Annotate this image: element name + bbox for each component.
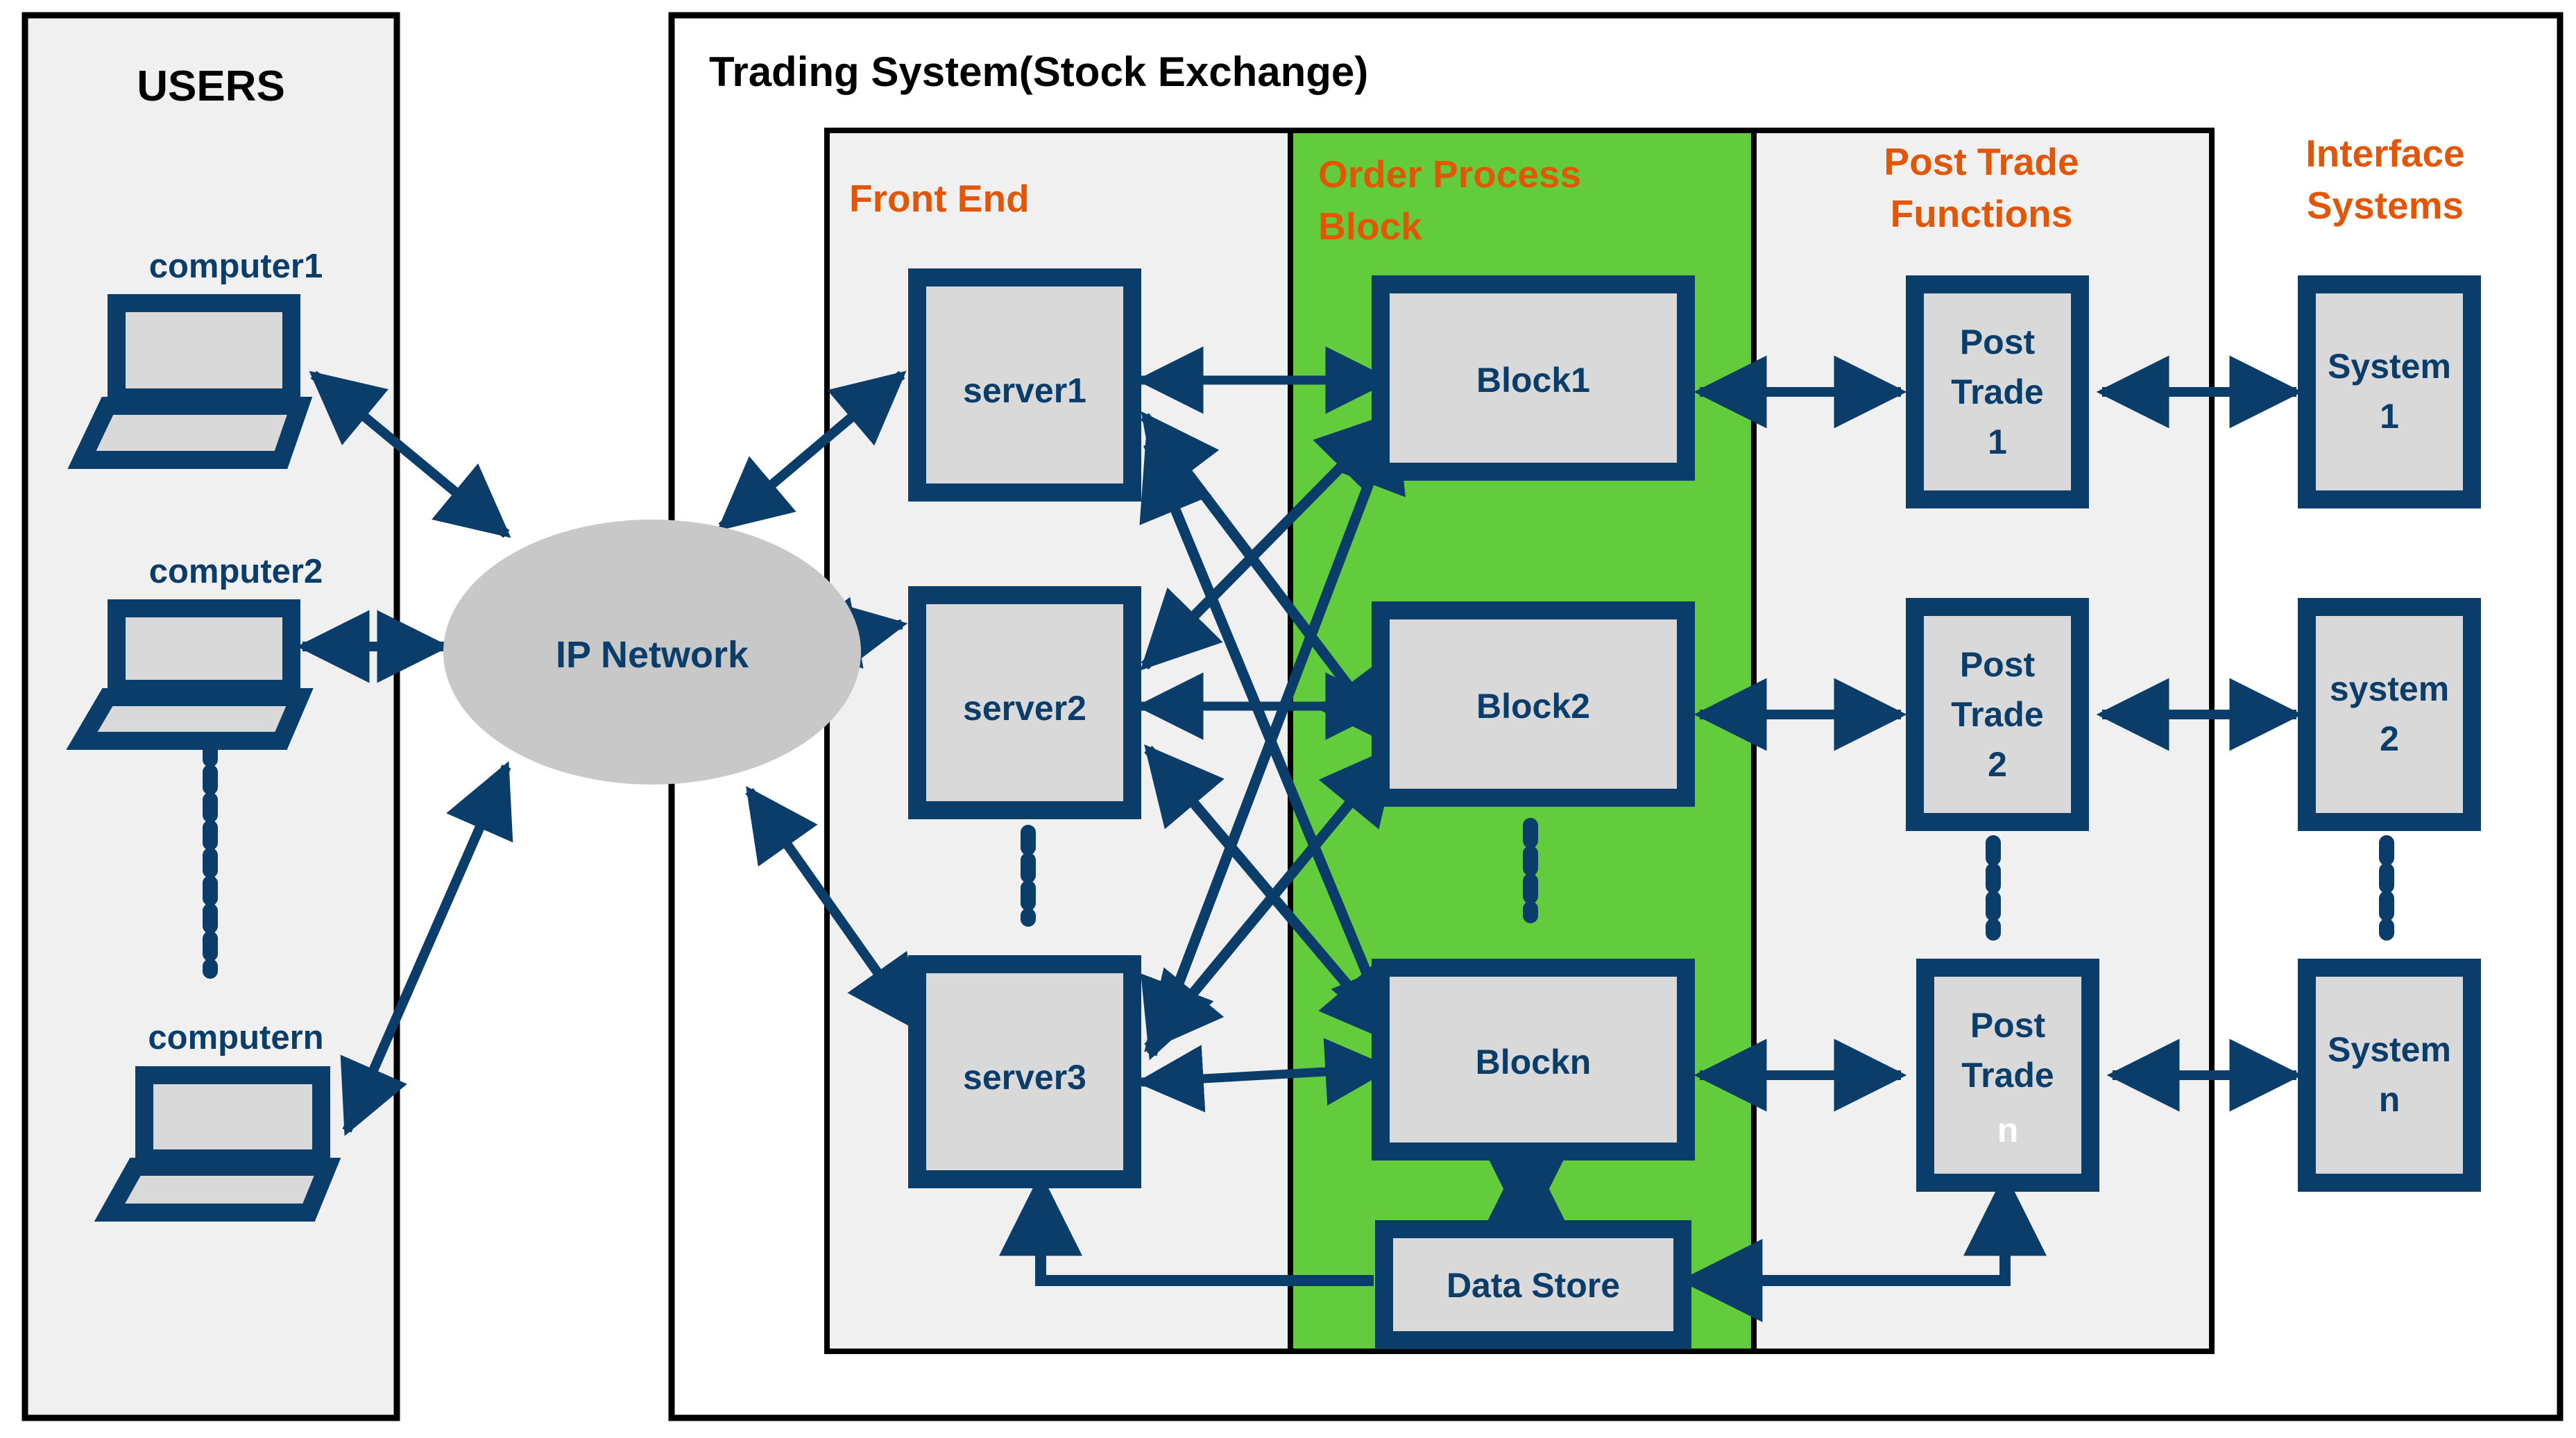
post-trade-n-label-line2: Trade (1961, 1056, 2054, 1095)
system-2-label-line1: system (2330, 669, 2449, 708)
computer1-label: computer1 (149, 248, 323, 285)
front-end-column-title: Front End (849, 177, 1030, 220)
posttrade-interface-links (2096, 355, 2303, 1112)
system-2-label-line2: 2 (2380, 719, 2399, 758)
link-posttraden-datastore (1679, 1172, 2047, 1322)
link-computer1-network (309, 370, 511, 538)
system-n-label-line1: System (2328, 1030, 2451, 1069)
interface-column: Interface Systems (2305, 132, 2464, 227)
link-computern-network (340, 761, 513, 1136)
server1-node[interactable]: server1 (908, 268, 1141, 502)
system-n-node[interactable]: System n (2298, 959, 2481, 1192)
order-block-column-title-line2: Block (1318, 205, 1422, 248)
system-1-node[interactable]: System 1 (2298, 275, 2481, 508)
block2-node[interactable]: Block2 (1372, 601, 1695, 807)
post-trade-2-label-line3: 2 (1988, 745, 2007, 784)
interface-column-title-line1: Interface (2305, 132, 2464, 175)
block-posttrade-links (1694, 355, 1907, 1112)
link-network-server1 (717, 370, 907, 531)
post-trade-2-label-line2: Trade (1951, 695, 2043, 734)
link-network-server3 (745, 786, 920, 1032)
post-trade-1-label-line1: Post (1960, 323, 2036, 361)
laptop-icon (94, 1066, 341, 1222)
server-block-mesh (1136, 346, 1406, 1113)
link-server3-blockn (1136, 1038, 1393, 1113)
server3-label: server3 (963, 1058, 1086, 1097)
system-1-label-line2: 1 (2380, 397, 2399, 436)
link-datastore-server3 (999, 1172, 1374, 1286)
block1-label: Block1 (1476, 361, 1590, 400)
post-trade-1-label-line3: 1 (1988, 422, 2007, 461)
post-trade-n-node[interactable]: Post Trade n (1916, 959, 2099, 1192)
link-server3-block2 (1144, 744, 1399, 1052)
post-trade-column-title-line2: Functions (1891, 192, 2073, 235)
system-1-label-line1: System (2328, 347, 2451, 386)
post-trade-1-node[interactable]: Post Trade 1 (1906, 275, 2089, 508)
blockn-node[interactable]: Blockn (1372, 959, 1695, 1161)
server2-label: server2 (963, 689, 1086, 728)
user-network-links (296, 370, 513, 1136)
computer2-label: computer2 (149, 553, 323, 590)
computern-node[interactable]: computern (94, 1019, 341, 1222)
system-2-node[interactable]: system 2 (2298, 598, 2481, 831)
computer1-node[interactable]: computer1 (67, 248, 323, 469)
laptop-icon (67, 294, 313, 469)
data-store-label: Data Store (1447, 1266, 1620, 1305)
order-block-column-title-line1: Order Process (1318, 153, 1581, 196)
post-trade-2-node[interactable]: Post Trade 2 (1906, 598, 2089, 831)
trading-system-title: Trading System(Stock Exchange) (709, 49, 1368, 95)
computer2-node[interactable]: computer2 (66, 553, 323, 750)
post-trade-2-label-line1: Post (1960, 645, 2036, 684)
laptop-icon (66, 599, 314, 750)
system-n-label-line2: n (2379, 1080, 2400, 1119)
server1-label: server1 (963, 371, 1086, 410)
ip-network-label: IP Network (556, 634, 749, 676)
computern-label: computern (148, 1019, 323, 1056)
block1-node[interactable]: Block1 (1372, 275, 1695, 481)
datastore-links (999, 1143, 2047, 1322)
post-trade-n-label-line3: n (1997, 1111, 2019, 1149)
users-panel: USERS computer1 computer2 (22, 12, 400, 1421)
interface-column-title-line2: Systems (2307, 184, 2464, 227)
post-trade-column-title-line1: Post Trade (1884, 140, 2079, 183)
block2-label: Block2 (1476, 687, 1590, 726)
post-trade-n-label-line1: Post (1970, 1006, 2046, 1045)
server3-node[interactable]: server3 (908, 955, 1141, 1188)
users-panel-title: USERS (137, 62, 285, 110)
server2-node[interactable]: server2 (908, 586, 1141, 819)
post-trade-1-label-line2: Trade (1951, 373, 2043, 411)
blockn-label: Blockn (1476, 1043, 1592, 1081)
data-store-node[interactable]: Data Store (1375, 1220, 1691, 1349)
ip-network-node[interactable]: IP Network (443, 520, 861, 785)
